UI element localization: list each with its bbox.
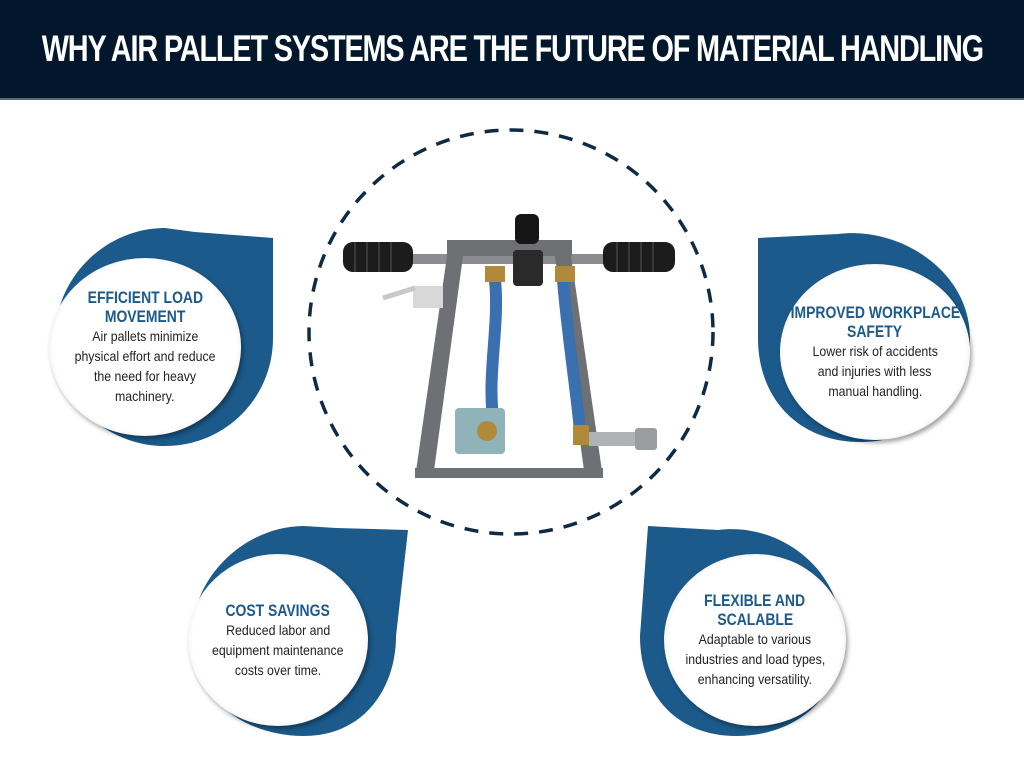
header-banner: WHY AIR PALLET SYSTEMS ARE THE FUTURE OF…: [0, 0, 1024, 100]
badge-body: and injuries with less: [818, 363, 932, 379]
badge-title: MOVEMENT: [104, 307, 186, 326]
badge-body: machinery.: [115, 388, 175, 404]
page-title: WHY AIR PALLET SYSTEMS ARE THE FUTURE OF…: [41, 28, 983, 69]
center-dashed-ring: [306, 127, 716, 537]
badge-body: costs over time.: [234, 661, 322, 678]
badge-body: Air pallets minimize: [91, 328, 199, 344]
badge-body: equipment maintenance: [212, 641, 344, 658]
badge-title: COST SAVINGS: [225, 600, 331, 620]
badge-disc: EFFICIENT LOAD MOVEMENT Air pallets mini…: [49, 258, 241, 436]
badge-body: Adaptable to various: [698, 631, 812, 647]
benefit-badge-cost-savings: COST SAVINGS Reduced labor and equipment…: [186, 518, 426, 758]
badge-body: Lower risk of accidents: [812, 343, 938, 359]
badge-body: industries and load types,: [685, 651, 825, 667]
benefit-badge-efficient-load-movement: EFFICIENT LOAD MOVEMENT Air pallets mini…: [45, 220, 285, 460]
badge-body: the need for heavy: [93, 368, 197, 384]
badge-body: manual handling.: [828, 383, 922, 399]
air-pallet-handle-image: [335, 210, 685, 485]
badge-disc: COST SAVINGS Reduced labor and equipment…: [188, 554, 368, 726]
badge-body: enhancing versatility.: [697, 671, 813, 687]
badge-disc: FLEXIBLE AND SCALABLE Adaptable to vario…: [664, 554, 846, 726]
benefit-badge-flexible-and-scalable: FLEXIBLE AND SCALABLE Adaptable to vario…: [628, 518, 868, 758]
badge-title: EFFICIENT LOAD: [87, 288, 203, 307]
badge-title: SAFETY: [847, 322, 903, 341]
badge-disc: IMPROVED WORKPLACE SAFETY Lower risk of …: [780, 264, 970, 440]
badge-title: IMPROVED WORKPLACE: [790, 303, 960, 322]
badge-body: physical effort and reduce: [74, 348, 216, 364]
benefit-badge-improved-workplace-safety: IMPROVED WORKPLACE SAFETY Lower risk of …: [748, 220, 988, 460]
badge-title: FLEXIBLE AND: [704, 591, 806, 610]
badge-body: Reduced labor and: [225, 621, 331, 638]
badge-title: SCALABLE: [717, 610, 793, 629]
